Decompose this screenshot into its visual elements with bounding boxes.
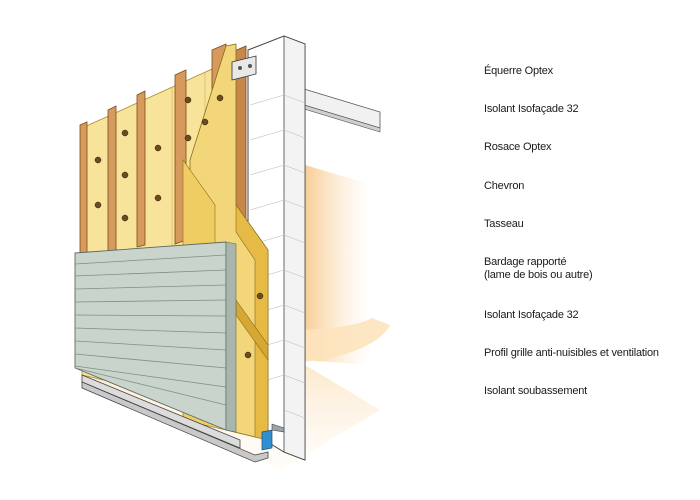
legend-item-equerre: Équerre Optex — [484, 65, 553, 77]
legend-item-profil-grille: Profil grille anti-nuisibles et ventilat… — [484, 347, 659, 359]
cladding-boards — [74, 241, 237, 433]
legend: Équerre Optex Isolant Isofaçade 32 Rosac… — [484, 0, 694, 500]
legend-item-rosace: Rosace Optex — [484, 141, 552, 153]
base-plinth — [81, 374, 269, 463]
rosace-screws — [94, 94, 264, 359]
legend-item-bardage: Bardage rapporté (lame de bois ou autre) — [484, 256, 593, 281]
legend-item-isolant-2: Isolant Isofaçade 32 — [484, 309, 579, 321]
ventilation-profile — [261, 423, 285, 451]
legend-item-tasseau: Tasseau — [484, 218, 524, 230]
legend-item-chevron: Chevron — [484, 180, 525, 192]
legend-item-isolant-1: Isolant Isofaçade 32 — [484, 103, 579, 115]
legend-item-isolant-soubassement: Isolant soubassement — [484, 385, 588, 397]
equerre-bracket — [231, 55, 257, 81]
